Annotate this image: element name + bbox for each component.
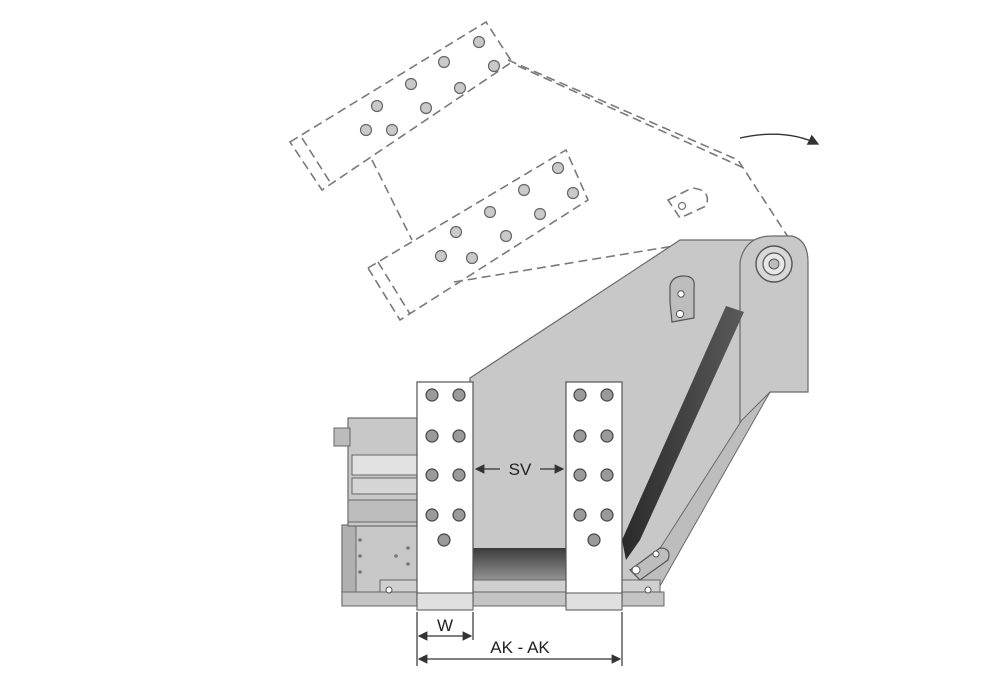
sv-dimension: SV bbox=[474, 460, 565, 479]
akak-label: AK - AK bbox=[490, 638, 550, 657]
w-label: W bbox=[437, 616, 453, 635]
swung-plate-upper bbox=[288, 20, 514, 192]
swung-pivot-tab bbox=[666, 187, 709, 220]
swung-plate-lower bbox=[366, 148, 590, 322]
swung-plate-bolts bbox=[359, 35, 580, 265]
clamp-plate-right bbox=[565, 381, 623, 611]
pivot-bolt-icon bbox=[755, 245, 793, 283]
w-dimension: W bbox=[416, 612, 474, 666]
sv-label: SV bbox=[509, 460, 532, 479]
swung-position-outline bbox=[288, 20, 791, 322]
mounting-bolt-icon bbox=[385, 275, 695, 594]
rotation-arrow-icon bbox=[739, 133, 820, 145]
clamp-plate-left bbox=[416, 381, 474, 611]
akak-dimension: AK - AK bbox=[417, 612, 623, 666]
